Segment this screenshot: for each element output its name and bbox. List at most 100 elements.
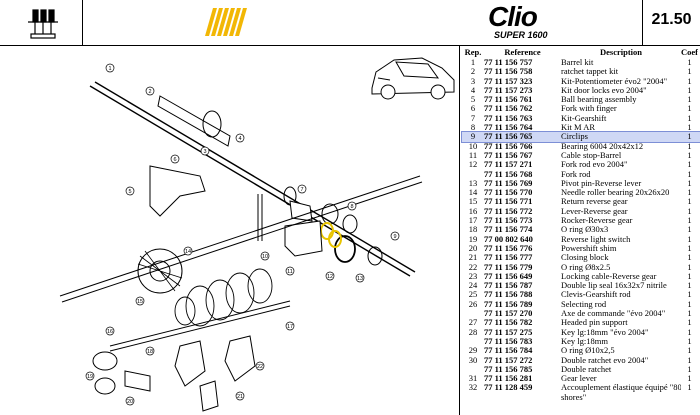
row-description: Kit M AR bbox=[561, 123, 596, 133]
row-reference: 77 11 156 783 bbox=[484, 335, 533, 346]
row-rep: 2 bbox=[470, 66, 476, 77]
row-description: Key lg:18mm bbox=[561, 336, 608, 346]
callout-circles bbox=[85, 63, 400, 406]
row-rep: 3 bbox=[470, 75, 476, 86]
row-reference: 77 11 156 788 bbox=[484, 289, 533, 300]
row-coef bbox=[681, 393, 698, 402]
callout-number: 13 bbox=[357, 276, 363, 282]
row-reference: 77 11 156 782 bbox=[484, 317, 533, 328]
callout-number: 14 bbox=[185, 249, 191, 255]
row-description: Key lg:18mm "évo 2004" bbox=[561, 327, 649, 337]
callout-number: 9 bbox=[393, 234, 396, 240]
row-coef: 1 bbox=[687, 177, 692, 188]
row-coef: 1 bbox=[687, 224, 692, 235]
page-number: 21.50 bbox=[651, 11, 692, 28]
row-reference: 77 11 157 270 bbox=[484, 308, 533, 319]
parts-table-header: Rep. Reference Description Coef bbox=[462, 47, 700, 58]
row-rep: 11 bbox=[468, 149, 478, 160]
row-description: Headed pin support bbox=[561, 318, 628, 328]
row-reference: 77 11 157 272 bbox=[484, 354, 533, 365]
row-coef: 1 bbox=[687, 205, 692, 216]
row-description: Fork with finger bbox=[561, 104, 617, 114]
col-header-coef: Coef bbox=[681, 47, 698, 57]
row-reference: 77 11 156 767 bbox=[484, 149, 533, 160]
row-coef: 1 bbox=[687, 252, 692, 263]
row-reference: 77 11 156 777 bbox=[484, 252, 533, 263]
row-reference: 77 11 156 766 bbox=[484, 140, 533, 151]
header-icon-cell bbox=[0, 0, 83, 45]
row-reference: 77 11 156 776 bbox=[484, 242, 533, 253]
row-rep: 19 bbox=[468, 233, 478, 244]
callout-number: 10 bbox=[262, 254, 268, 260]
row-rep: 32 bbox=[468, 382, 478, 393]
row-description: Locking cable-Reverse gear bbox=[561, 271, 657, 281]
row-description: Cable stop-Barrel bbox=[561, 150, 622, 160]
callout-number: 6 bbox=[173, 157, 176, 163]
row-rep: 26 bbox=[468, 298, 478, 309]
callout-number: 16 bbox=[107, 329, 113, 335]
col-header-description: Description bbox=[599, 47, 643, 57]
row-rep: 31 bbox=[468, 373, 478, 384]
row-reference: 77 11 156 773 bbox=[484, 215, 533, 226]
header-title-cell: Clio SUPER 1600 bbox=[83, 0, 643, 45]
row-description: Gear lever bbox=[561, 374, 597, 384]
row-coef: 1 bbox=[687, 84, 692, 95]
row-description: ratchet tappet kit bbox=[561, 67, 619, 77]
callout-number: 15 bbox=[137, 299, 143, 305]
row-rep: 29 bbox=[468, 345, 478, 356]
row-coef: 1 bbox=[687, 298, 692, 309]
row-reference: 77 11 156 787 bbox=[484, 280, 533, 291]
row-rep: 16 bbox=[468, 205, 478, 216]
table-row[interactable]: shores" bbox=[462, 393, 700, 402]
row-description: Bearing 6004 20x42x12 bbox=[561, 141, 644, 151]
gearbox-tool-icon bbox=[28, 9, 58, 39]
callout-number: 12 bbox=[327, 274, 333, 280]
row-coef: 1 bbox=[687, 354, 692, 365]
row-reference: 77 11 156 789 bbox=[484, 298, 533, 309]
col-header-reference: Reference bbox=[504, 47, 541, 57]
row-reference: 77 11 156 762 bbox=[484, 103, 533, 114]
row-coef: 1 bbox=[687, 382, 692, 393]
row-reference: 77 11 156 771 bbox=[484, 196, 533, 207]
row-coef: 1 bbox=[687, 159, 692, 170]
row-reference: 77 11 156 281 bbox=[484, 373, 533, 384]
